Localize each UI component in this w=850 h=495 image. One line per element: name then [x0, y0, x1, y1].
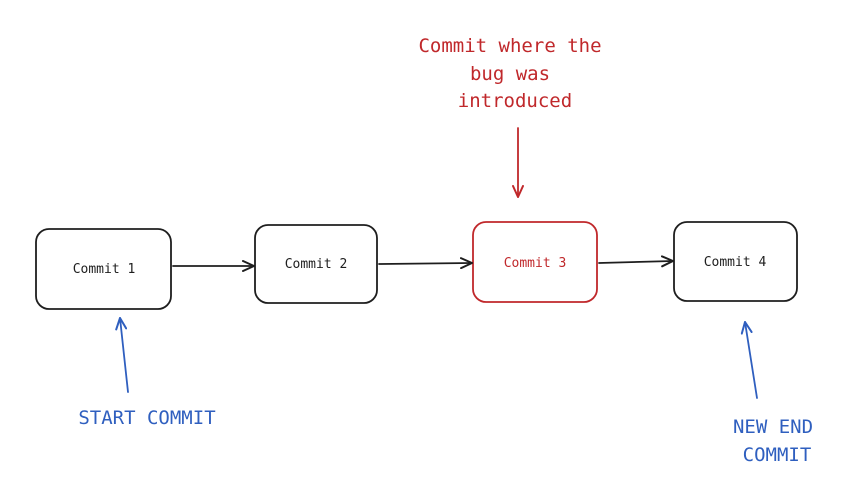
start-annotation: START COMMIT: [78, 317, 216, 429]
commit-label-1: Commit 1: [73, 262, 136, 277]
commit-label-2: Commit 2: [285, 257, 348, 272]
commit-node-1: Commit 1: [35, 228, 172, 310]
commit-node-4: Commit 4: [673, 221, 798, 302]
edge-commit-2-to-3: [378, 257, 473, 270]
start-annotation-label: START COMMIT: [78, 407, 215, 429]
end-annotation-line-1: NEW END: [733, 416, 813, 438]
commit-node-3: Commit 3: [472, 221, 598, 303]
end-annotation: NEW END COMMIT: [733, 321, 813, 466]
bug-annotation: Commit where the bug was introduced: [418, 35, 602, 198]
commit-box-3: [472, 221, 598, 303]
commit-box-4: [673, 221, 798, 302]
end-annotation-arrow: [740, 321, 758, 399]
commit-node-2: Commit 2: [254, 224, 378, 304]
bug-annotation-line-1: Commit where the: [418, 35, 601, 57]
commit-label-3: Commit 3: [504, 256, 567, 271]
end-annotation-line-2: COMMIT: [743, 444, 812, 466]
commit-label-4: Commit 4: [704, 255, 767, 270]
commit-box-2: [254, 224, 378, 304]
bug-annotation-line-3: introduced: [458, 90, 572, 112]
commit-box-1: [35, 228, 172, 310]
bug-annotation-line-2: bug was: [470, 63, 550, 85]
edge-commit-3-to-4: [598, 255, 674, 268]
start-annotation-arrow: [115, 317, 129, 393]
